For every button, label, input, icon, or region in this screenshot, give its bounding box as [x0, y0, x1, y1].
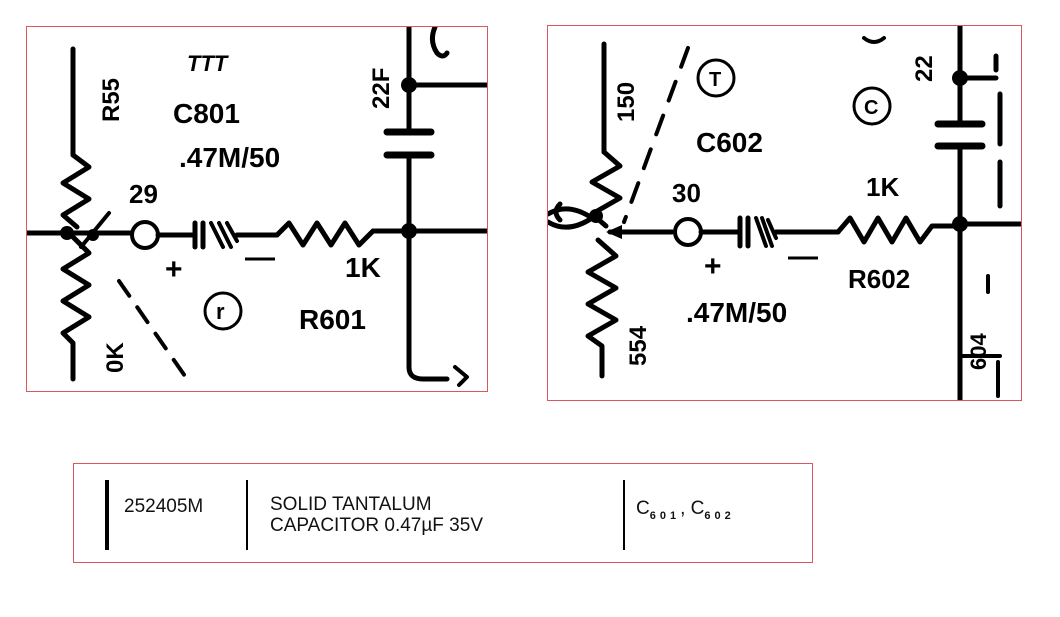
- label-circle-c: C: [864, 97, 878, 119]
- label-circle-t: T: [709, 69, 721, 91]
- part-description-line2: CAPACITOR 0.47µF 35V: [270, 515, 483, 536]
- label-cap-side: 22: [911, 55, 938, 82]
- dashed-right-edge: [993, 53, 1003, 209]
- label-node-29: 29: [129, 179, 158, 209]
- fragment-bottom-right: [958, 274, 1002, 398]
- tantalum-cap-plate-b: [209, 221, 239, 249]
- capacitor-22-plates: [934, 120, 986, 150]
- schematic-crop-c602: 150 T C C602 22 30 + — 1K R602 .47M/50 5…: [547, 25, 1022, 401]
- tantalum-cap-plate-b: [754, 216, 778, 248]
- label-res-value: 1K: [345, 252, 381, 283]
- schematic-crop-c601: R55 TTT C801 .47M/50 22F 29 + — 1K R601 …: [26, 26, 488, 392]
- label-symbol-top: TTT: [187, 51, 229, 76]
- pot-lower-zigzag: [60, 234, 92, 382]
- label-cap-name: C602: [696, 127, 763, 158]
- ref-separator: ,: [680, 498, 686, 519]
- part-references: C601, C602: [636, 498, 735, 522]
- fragment-top-right: [429, 27, 450, 59]
- label-minus: —: [245, 241, 275, 274]
- junction-dot-wiper: [87, 229, 99, 241]
- label-pot-value: 0K: [102, 342, 129, 373]
- label-res-name: R601: [299, 304, 366, 335]
- label-cap-side: 22F: [368, 68, 395, 109]
- label-plus: +: [165, 253, 183, 286]
- ref-c602-letter: C: [690, 498, 705, 519]
- junction-dot-left: [589, 209, 603, 223]
- part-description-line1: SOLID TANTALUM: [270, 494, 432, 515]
- label-res-value: 1K: [866, 172, 899, 202]
- dashed-link-line: [117, 279, 189, 381]
- dashed-link-line: [622, 46, 690, 224]
- table-divider-2: [623, 480, 625, 550]
- wire-stub-bottom: [453, 365, 469, 387]
- schematic-c601-drawing: R55 TTT C801 .47M/50 22F 29 + — 1K R601 …: [27, 27, 487, 387]
- capacitor-22f-plates: [383, 128, 435, 159]
- fragment-left-loop: [548, 206, 595, 230]
- label-cap-name: C801: [173, 98, 240, 129]
- resistor-r602: [835, 215, 961, 245]
- label-side: 604: [966, 333, 991, 370]
- marker-circle-c: [852, 86, 892, 126]
- junction-dot-left: [60, 226, 74, 240]
- schematic-c602-drawing: 150 T C C602 22 30 + — 1K R602 .47M/50 5…: [548, 26, 1021, 400]
- marker-circle-r: [203, 291, 243, 331]
- resistor-r601: [274, 220, 410, 248]
- label-pot-value: 554: [625, 325, 652, 366]
- label-part-ref: 150: [613, 82, 640, 122]
- label-node-30: 30: [672, 178, 701, 208]
- label-cap-value: .47M/50: [179, 142, 280, 173]
- part-number: 252405M: [124, 496, 204, 517]
- tantalum-cap-plate-a: [737, 215, 751, 249]
- ref-c601-letter: C: [636, 498, 650, 519]
- label-part-ref: R55: [98, 78, 125, 122]
- test-point-circle: [130, 220, 160, 250]
- marker-circle-t: [696, 58, 736, 98]
- pot-upper-zigzag: [60, 152, 92, 230]
- test-point-circle: [673, 217, 703, 247]
- table-left-rule: [105, 480, 109, 550]
- label-res-name: R602: [848, 264, 910, 294]
- label-minus: —: [788, 240, 818, 273]
- table-divider-1: [246, 480, 248, 550]
- wiper-arrow-head: [606, 225, 622, 239]
- parts-list-row: 252405M SOLID TANTALUM CAPACITOR 0.47µF …: [73, 463, 813, 563]
- label-cap-value: .47M/50: [686, 297, 787, 328]
- label-circle-r: r: [216, 299, 225, 324]
- pot-lower-zigzag: [585, 237, 619, 379]
- ref-c601-sub: 601: [649, 510, 681, 522]
- label-plus: +: [704, 250, 722, 283]
- ref-c602-sub: 602: [704, 510, 735, 522]
- tantalum-cap-plate-a: [192, 220, 206, 250]
- fragment-top-arc: [862, 36, 886, 44]
